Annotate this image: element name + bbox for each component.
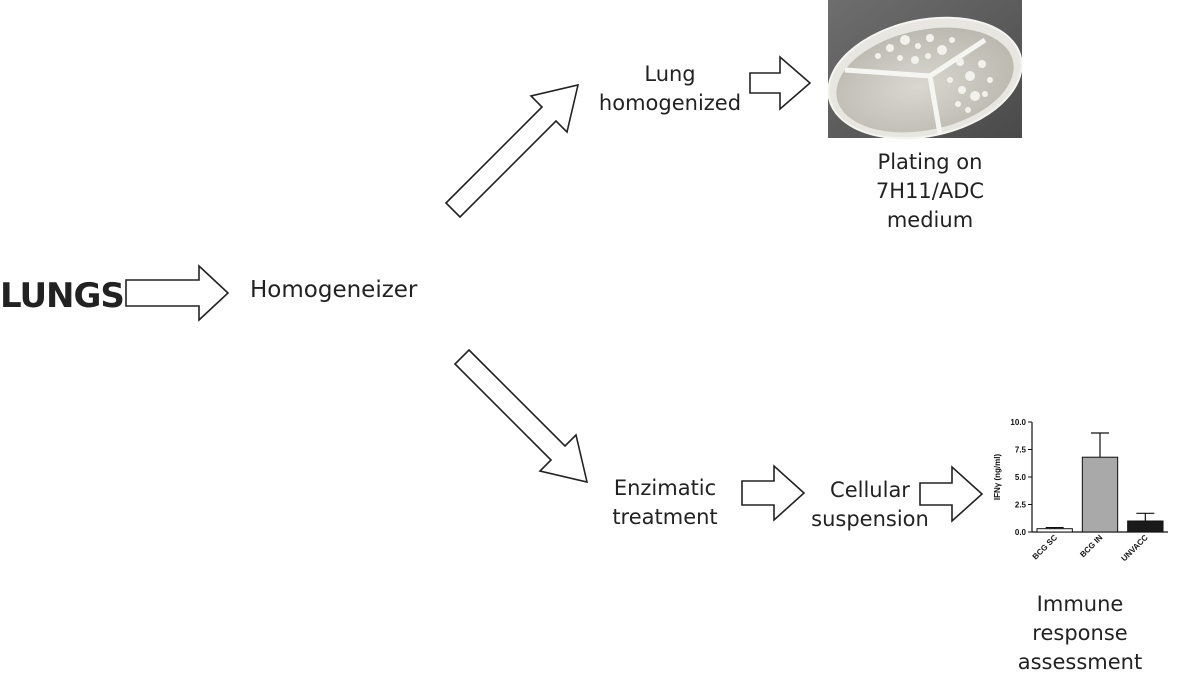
bar bbox=[1127, 520, 1164, 533]
y-tick-label: 2.5 bbox=[1015, 501, 1027, 510]
x-tick-label: UNVACC bbox=[1120, 533, 1150, 563]
immune-line: response bbox=[1032, 621, 1128, 645]
bar bbox=[1036, 528, 1073, 533]
y-tick-label: 5.0 bbox=[1015, 473, 1027, 482]
y-tick-label: 0.0 bbox=[1015, 528, 1027, 537]
lung-homogenized-line: homogenized bbox=[598, 91, 742, 115]
petri-dish-icon bbox=[827, 0, 1023, 140]
arrow-to-lung-homogenized bbox=[444, 83, 580, 219]
immune-response-label: Immune response assessment bbox=[1000, 590, 1160, 677]
immune-line: assessment bbox=[1017, 650, 1143, 674]
enzimatic-line: treatment bbox=[612, 505, 718, 529]
y-axis-label: IFNγ (ng/ml) bbox=[993, 454, 1002, 501]
arrow-to-plating bbox=[749, 55, 812, 111]
lungs-label: LUNGS bbox=[0, 276, 125, 316]
y-tick-label: 10.0 bbox=[1010, 418, 1026, 427]
cellular-line: suspension bbox=[811, 507, 929, 531]
bar bbox=[1081, 456, 1119, 533]
lung-homogenized-line: Lung bbox=[644, 62, 696, 86]
enzimatic-treatment-label: Enzimatic treatment bbox=[590, 474, 740, 532]
y-tick-label: 7.5 bbox=[1015, 446, 1027, 455]
arrow-to-enzimatic-treatment bbox=[453, 348, 589, 484]
plating-label: Plating on 7H11/ADC medium bbox=[840, 148, 1020, 235]
enzimatic-line: Enzimatic bbox=[613, 476, 717, 500]
plating-line: 7H11/ADC bbox=[875, 179, 985, 203]
arrow-to-cellular-suspension bbox=[741, 464, 806, 522]
x-tick-label: BCG IN bbox=[1078, 533, 1104, 559]
arrow-to-immune-assessment bbox=[919, 465, 984, 523]
plating-line: Plating on bbox=[877, 150, 983, 174]
cellular-line: Cellular bbox=[830, 478, 910, 502]
immune-line: Immune bbox=[1036, 592, 1124, 616]
plating-line: medium bbox=[886, 208, 974, 232]
lung-homogenized-label: Lung homogenized bbox=[570, 60, 770, 118]
homogeneizer-label: Homogeneizer bbox=[250, 277, 418, 303]
x-tick-label: BCG SC bbox=[1031, 533, 1060, 562]
arrow-lungs-to-homogeneizer bbox=[125, 264, 230, 322]
cellular-suspension-label: Cellular suspension bbox=[800, 476, 940, 534]
